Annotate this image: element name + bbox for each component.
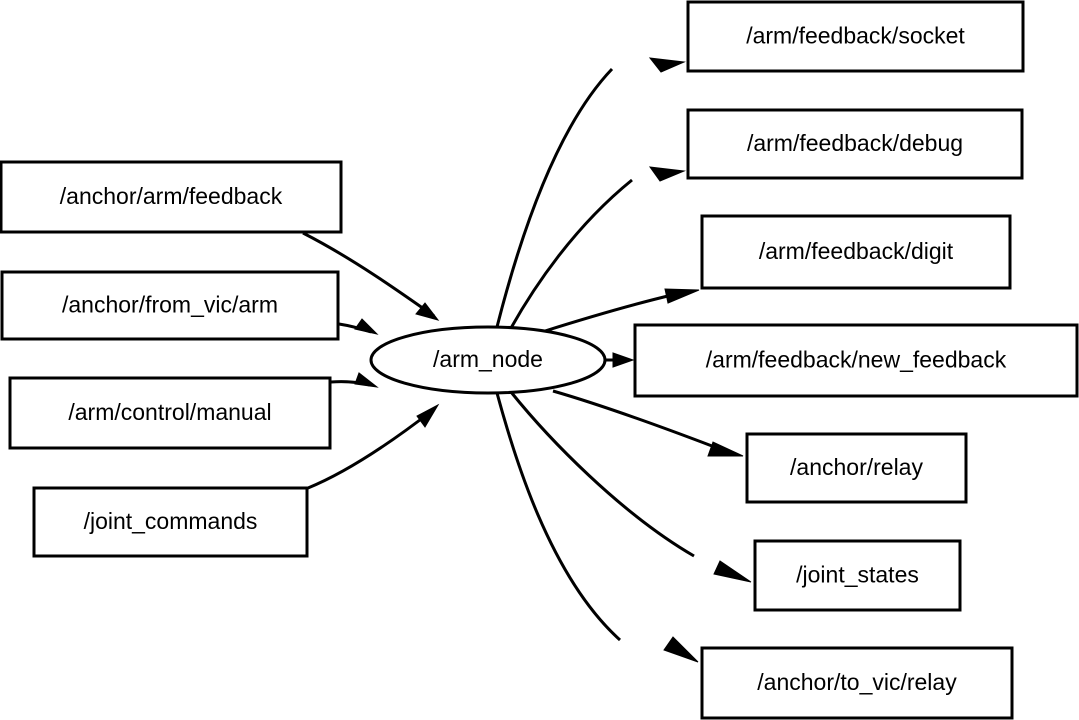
edge-line [495,392,622,642]
edge-line [495,67,614,328]
topic-publisher-arm-control-manual[interactable]: /arm/control/manual [8,376,332,450]
edge-arm-control-manual-to-node [330,372,379,388]
edge-line [552,389,713,448]
topic-box-shape[interactable] [32,486,309,558]
topic-box-label: /arm/feedback/debug [747,130,963,156]
topic-box-shape[interactable] [700,214,1012,290]
node-arm-node-label: /arm_node [433,346,543,372]
arrowhead-icon [416,403,440,428]
edge-node-to-digit [544,288,700,333]
edge-node-to-socket [495,57,686,328]
edge-node-to-joint-states [509,391,752,583]
topic-subscriber-arm-feedback-debug[interactable]: /arm/feedback/debug [686,108,1024,180]
topic-box-label: /anchor/from_vic/arm [62,292,278,318]
edge-node-to-debug [509,166,686,329]
topic-subscriber-anchor-relay[interactable]: /anchor/relay [745,432,968,504]
topic-box-shape[interactable] [8,376,332,450]
topic-box-label: /anchor/arm/feedback [60,183,283,209]
edge-joint-commands-to-node [307,403,440,490]
arrowhead-icon [713,560,752,583]
edges-layer [302,57,752,663]
topic-subscriber-arm-feedback-digit[interactable]: /arm/feedback/digit [700,214,1012,290]
topic-box-shape[interactable] [0,270,340,341]
arrowhead-icon [664,288,700,304]
topic-box-shape[interactable] [686,108,1024,180]
topic-publisher-anchor-arm-feedback[interactable]: /anchor/arm/feedback [0,160,343,234]
arrowhead-icon [354,318,379,335]
edge-anchor-from-vic-arm-to-node [338,318,379,335]
edge-line [544,293,673,333]
topic-box-label: /joint_commands [84,508,258,534]
topic-box-shape[interactable] [686,0,1025,73]
topic-box-label: /arm/feedback/digit [759,238,954,264]
topic-box-shape[interactable] [745,432,968,504]
edge-line [509,391,695,558]
topic-box-label: /arm/feedback/socket [746,23,965,49]
subscribers-layer: /arm/feedback/socket/arm/feedback/debug /… [633,0,1079,720]
arrowhead-icon [648,166,686,182]
topic-box-label: /arm/control/manual [68,399,271,425]
arrowhead-icon [648,57,686,73]
topic-box-label: /anchor/to_vic/relay [757,669,957,695]
arrowhead-icon [612,352,635,368]
topic-box-label: /arm/feedback/new_feedback [706,347,1007,373]
topic-subscriber-joint-states[interactable]: /joint_states [753,539,962,612]
topic-subscriber-anchor-to-vic-relay[interactable]: /anchor/to_vic/relay [700,646,1014,720]
edge-node-to-anchor-relay [552,389,744,457]
edge-node-to-to-vic-relay [495,392,699,663]
topic-subscriber-arm-feedback-new-feedback[interactable]: /arm/feedback/new_feedback [633,323,1079,398]
arrowhead-icon [415,302,440,321]
edge-node-to-new-feedback [606,352,635,368]
edge-anchor-arm-feedback-to-node [302,231,440,321]
topic-box-shape[interactable] [753,539,962,612]
topic-box-shape[interactable] [700,646,1014,720]
topic-subscriber-arm-feedback-socket[interactable]: /arm/feedback/socket [686,0,1025,73]
topic-publisher-anchor-from-vic-arm[interactable]: /anchor/from_vic/arm [0,270,340,341]
center-node-layer[interactable]: /arm_node [369,325,607,395]
topic-box-label: /anchor/relay [790,454,923,480]
edge-line [509,178,633,329]
topic-box-label: /joint_states [796,562,919,588]
node-arm-node-shape[interactable] [369,325,607,395]
topic-box-shape[interactable] [633,323,1079,398]
arrowhead-icon [354,372,379,388]
topic-box-shape[interactable] [0,160,343,234]
publishers-layer: /anchor/arm/feedback/anchor/from_vic/arm… [0,160,343,558]
topic-publisher-joint-commands[interactable]: /joint_commands [32,486,309,558]
arrowhead-icon [663,636,699,663]
arrowhead-icon [707,441,744,457]
